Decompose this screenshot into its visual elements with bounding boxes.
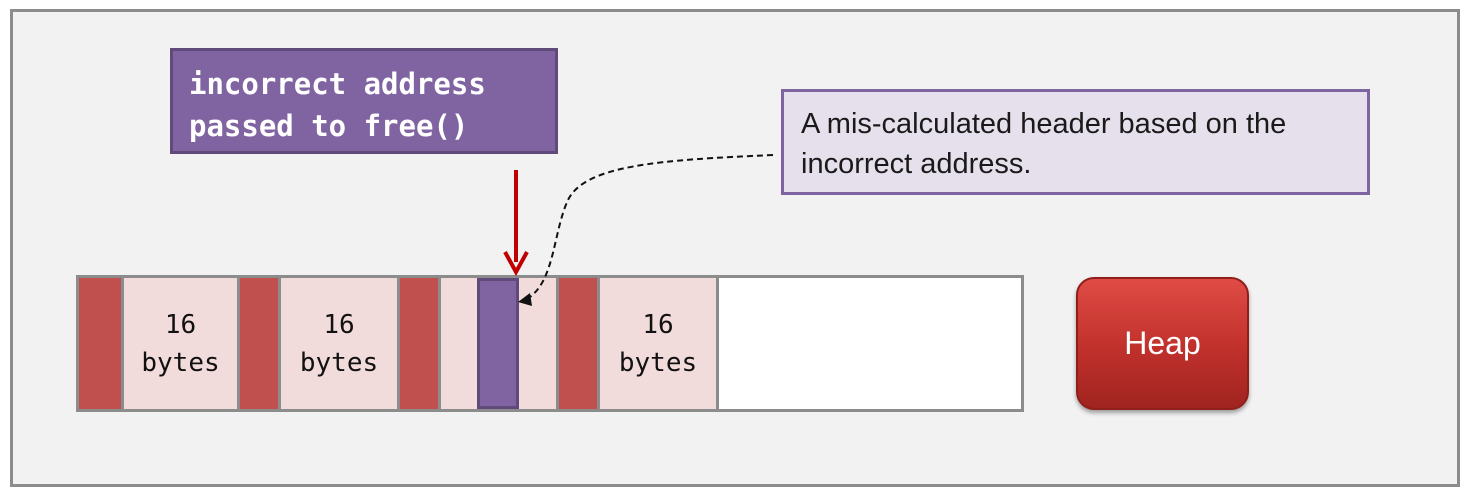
segment-divider: [121, 278, 124, 409]
segment-divider: [278, 278, 281, 409]
segment-divider: [556, 278, 559, 409]
miscalculated-header-line1: A mis-calculated header based on the: [801, 108, 1287, 140]
block-header: [400, 278, 438, 409]
segment-divider: [716, 278, 719, 409]
pointer-arrow-head: [503, 251, 529, 277]
data-block-size: 16: [323, 309, 355, 340]
segment-divider: [597, 278, 600, 409]
data-block-partial: [441, 278, 479, 409]
heap-label: Heap: [1124, 325, 1201, 361]
free-space: [719, 278, 1021, 409]
data-block-unit: bytes: [141, 347, 220, 378]
block-header: [240, 278, 278, 409]
block-header: [79, 278, 121, 409]
incorrect-address-line1: incorrect address: [189, 67, 486, 101]
segment-divider: [397, 278, 400, 409]
miscalculated-header-callout: A mis-calculated header based on the inc…: [781, 89, 1370, 195]
data-block-unit: bytes: [299, 347, 379, 378]
data-block: 16 bytes: [281, 278, 397, 409]
data-block: 16 bytes: [600, 278, 716, 409]
segment-divider: [237, 278, 240, 409]
data-block-size: 16: [642, 309, 674, 340]
miscalculated-header-line2: incorrect address.: [801, 148, 1032, 180]
miscalculated-header: [477, 278, 519, 409]
block-header: [559, 278, 597, 409]
incorrect-address-callout: incorrect address passed to free(): [170, 48, 558, 154]
dashed-connector-head: [518, 293, 532, 306]
incorrect-address-line2: passed to free(): [189, 109, 469, 143]
data-block: 16 bytes: [124, 278, 237, 409]
dashed-connector: [526, 154, 774, 300]
heap-label-button: Heap: [1076, 277, 1249, 410]
segment-divider: [438, 278, 441, 409]
data-block-unit: bytes: [618, 347, 698, 378]
data-block-size: 16: [164, 309, 197, 340]
